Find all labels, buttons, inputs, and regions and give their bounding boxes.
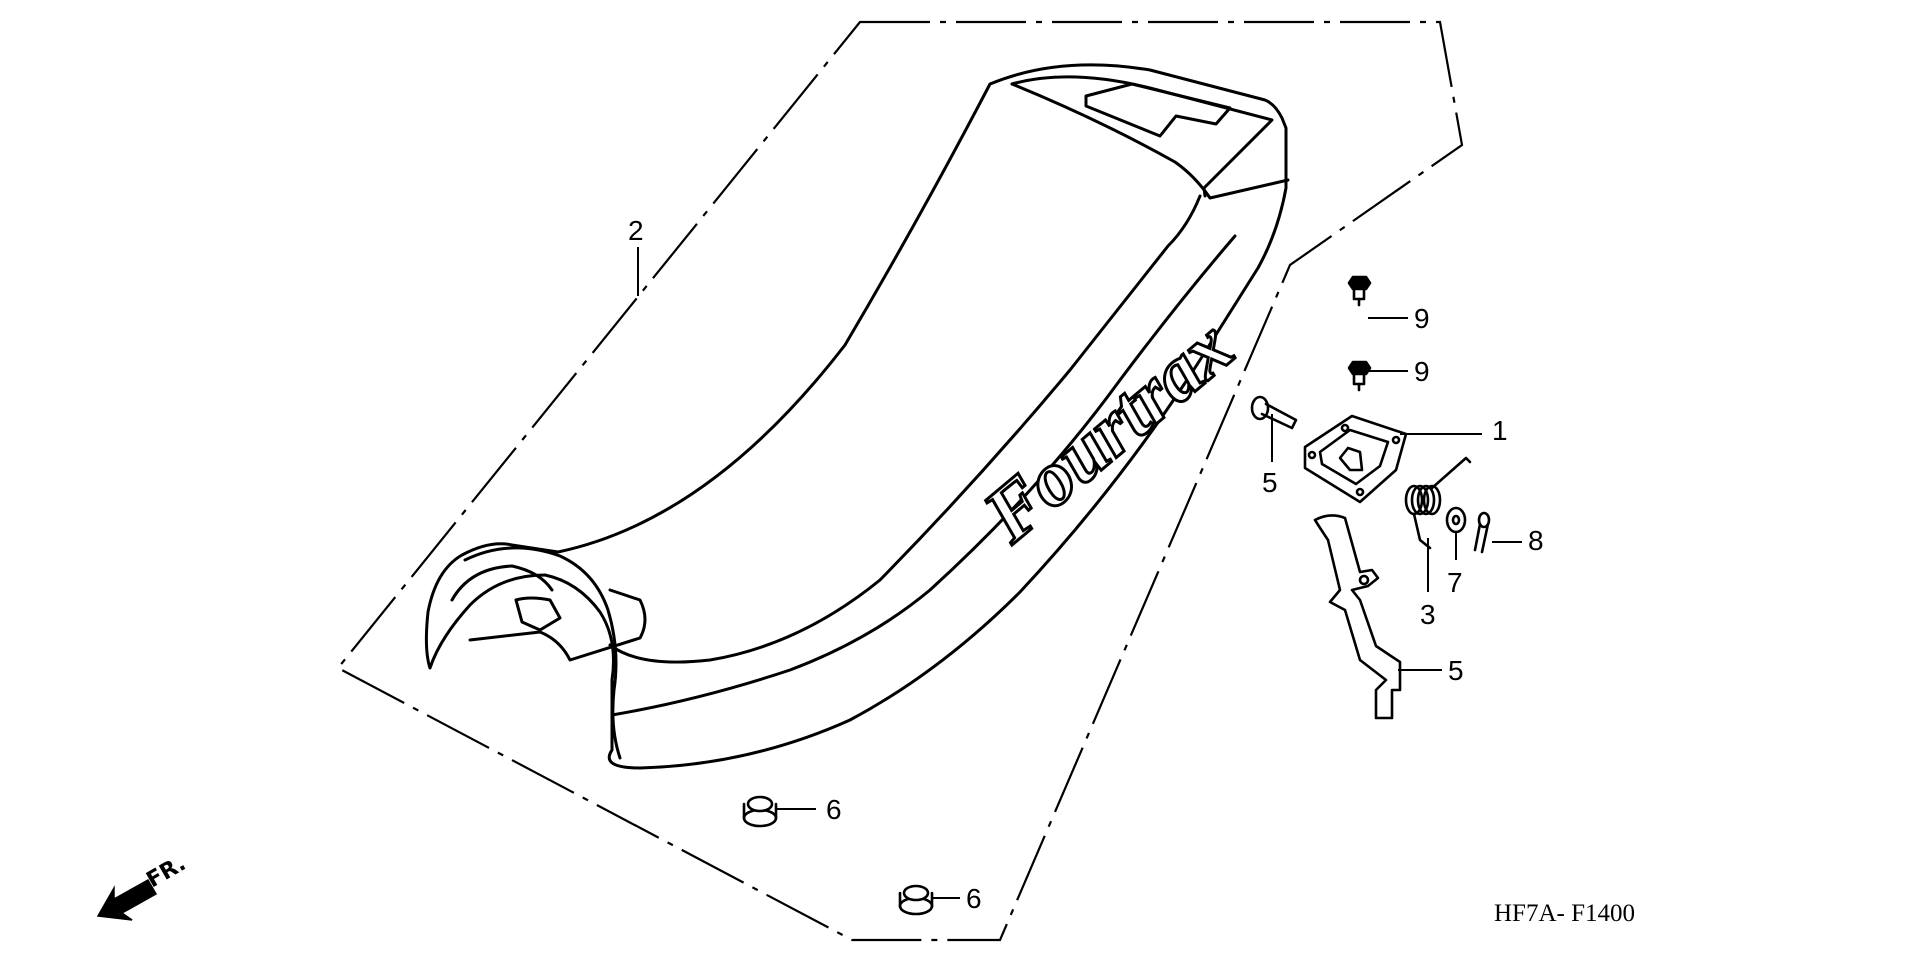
bolt-9-lower	[1347, 360, 1372, 392]
seat-front-lip	[463, 546, 622, 760]
assembly-outline	[336, 20, 1464, 942]
seat-rear-panel	[1010, 75, 1274, 198]
seat-logo: Fourtrax	[966, 302, 1249, 559]
rear-badge	[1084, 82, 1232, 138]
latch-plate	[1303, 414, 1408, 504]
latch-lever	[1313, 514, 1402, 720]
callout-1: 1	[1492, 415, 1508, 446]
callout-5: 5	[1448, 655, 1464, 686]
spring	[1404, 456, 1472, 550]
seat-cavity-shadow	[468, 588, 647, 662]
bolt-9-upper	[1347, 275, 1372, 307]
seat-side-seam	[610, 234, 1237, 717]
washer	[1445, 506, 1467, 534]
callout-8: 8	[1528, 525, 1544, 556]
seat-welt-line	[608, 194, 1202, 664]
seat-logo-group: Fourtrax	[965, 300, 1251, 560]
callout-7: 7	[1447, 567, 1463, 598]
callout-4: 5	[1262, 467, 1278, 498]
grommet-6-lower	[898, 884, 934, 916]
callout-9-upper: 9	[1414, 303, 1430, 334]
callout-labels: 2 9 9 1 5 8 7 3 5 6 6	[628, 215, 1544, 914]
callout-3: 3	[1420, 599, 1436, 630]
front-arrow-icon	[96, 878, 158, 921]
seat-rear-panel-trim	[1010, 82, 1290, 200]
front-direction-indicator: FR.	[96, 851, 190, 921]
seat-front-lip-inner	[450, 564, 554, 602]
callout-9-lower: 9	[1414, 356, 1430, 387]
callout-6-lower: 6	[966, 883, 982, 914]
grommet-6-upper	[742, 795, 778, 828]
seat-cavity	[514, 596, 562, 632]
callout-6-upper: 6	[826, 794, 842, 825]
latch-hardware	[742, 275, 1491, 916]
cotter-pin	[1473, 511, 1491, 554]
seat	[424, 63, 1290, 770]
leader-lines	[637, 247, 1522, 899]
drawing-code: HF7A- F1400	[1494, 900, 1635, 927]
bolt-4	[1250, 395, 1298, 430]
callout-2: 2	[628, 215, 644, 246]
seat-outline	[424, 63, 1288, 770]
